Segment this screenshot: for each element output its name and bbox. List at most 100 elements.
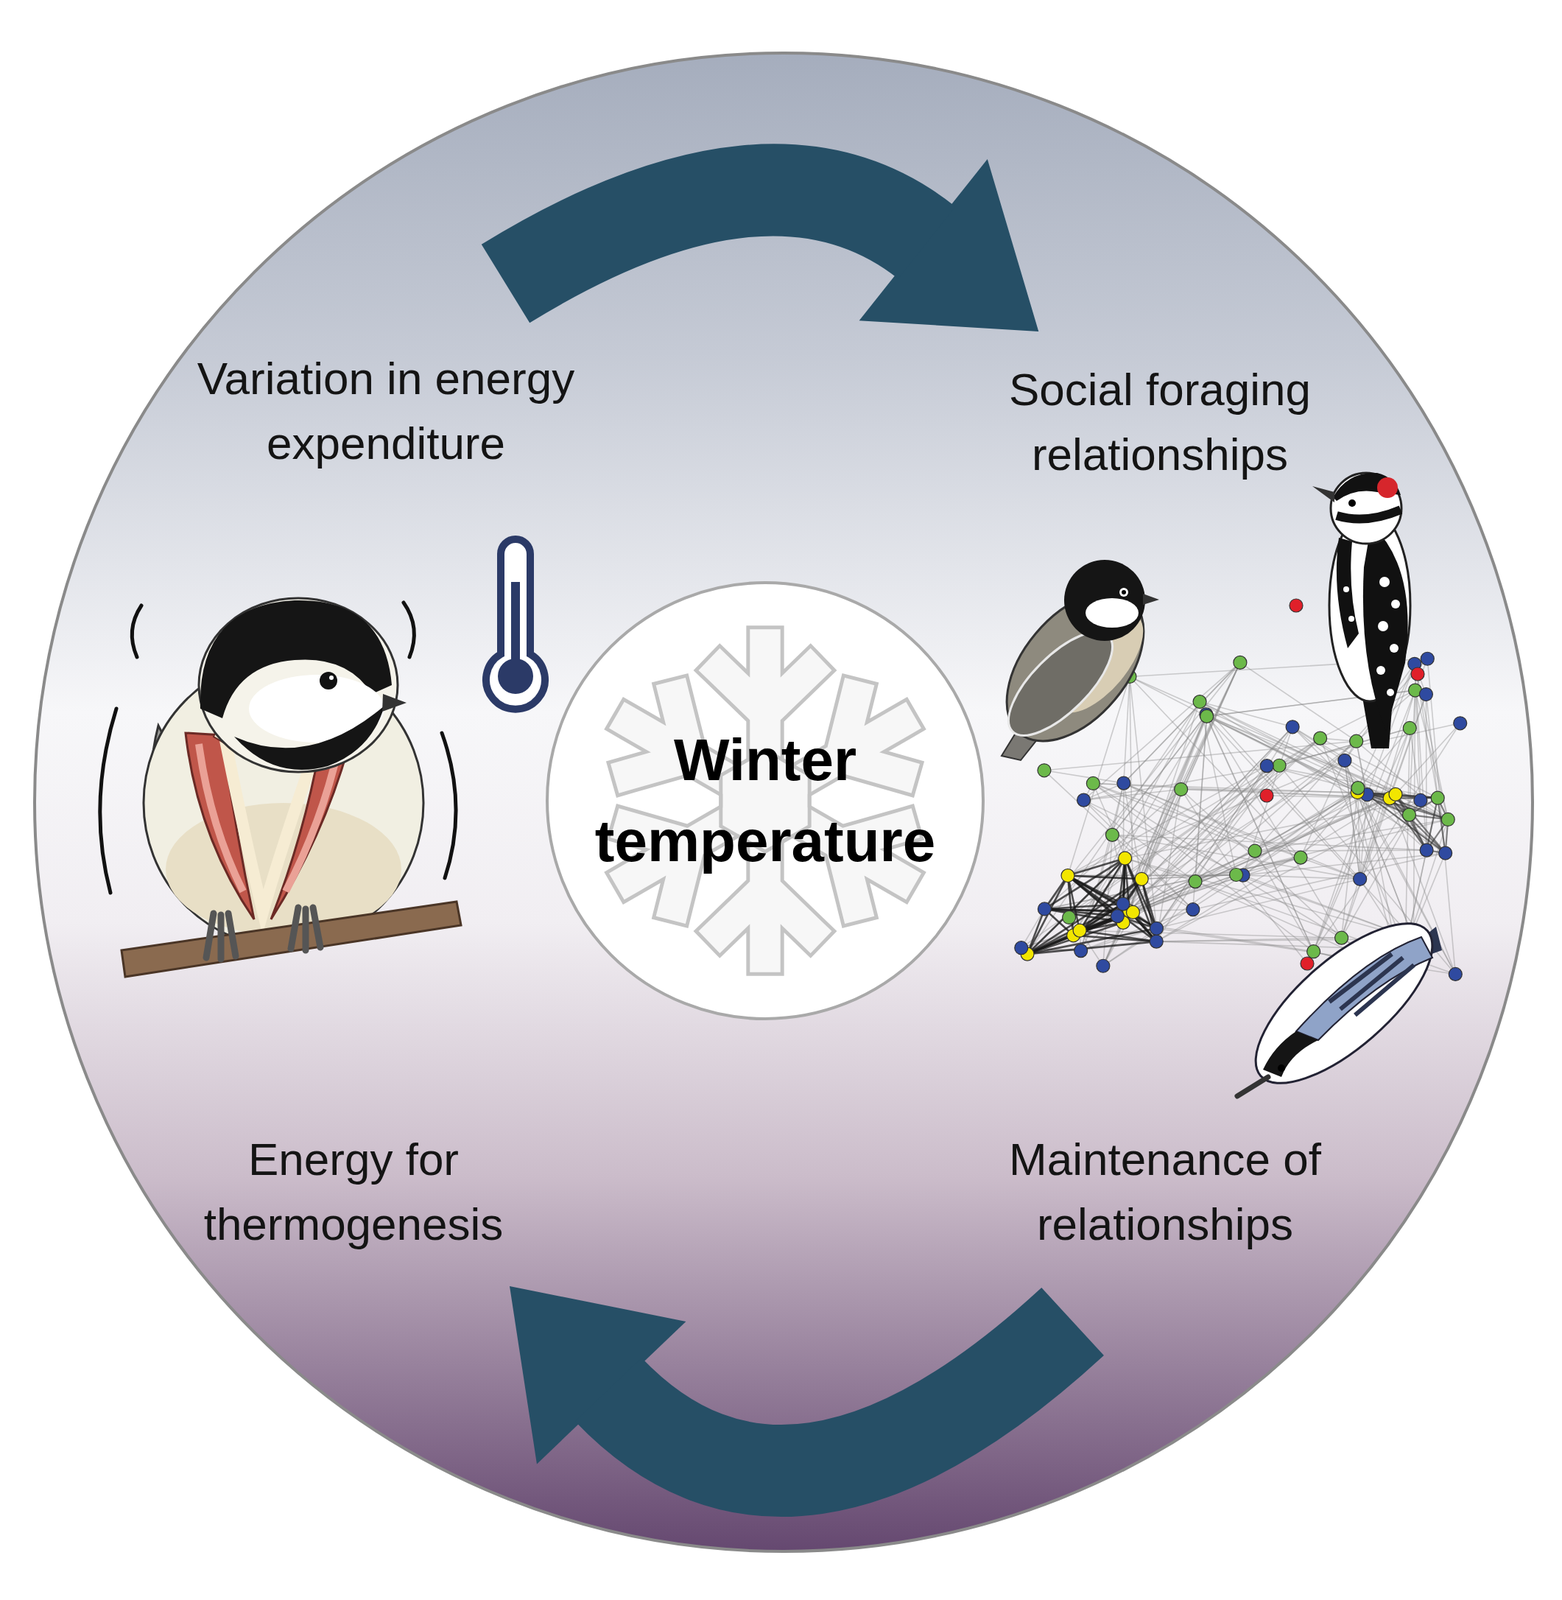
- network-node: [1200, 709, 1214, 723]
- network-link: [1129, 662, 1241, 911]
- network-link: [1236, 874, 1308, 964]
- network-link: [1067, 875, 1142, 880]
- downy-woodpecker: [1348, 615, 1355, 622]
- network-link: [1079, 857, 1126, 931]
- network-node: [1388, 787, 1403, 801]
- network-node: [1453, 716, 1467, 730]
- network-link: [1320, 737, 1406, 950]
- phrase-text: Energy for thermogenesis: [158, 1126, 549, 1257]
- network-node: [1351, 781, 1365, 795]
- phrase-text: Social foraging relationships: [935, 357, 1385, 487]
- network-node: [1272, 758, 1286, 772]
- perched-chickadee: [1064, 559, 1146, 641]
- phrase-label: Maintenance of relationships: [955, 1126, 1375, 1257]
- phrase-text: Maintenance of relationships: [955, 1126, 1375, 1257]
- network-link: [1199, 701, 1342, 939]
- downy-woodpecker: [1336, 509, 1401, 520]
- network-node: [1188, 874, 1202, 889]
- thermometer-icon: [497, 658, 534, 694]
- network-link: [1123, 726, 1293, 904]
- shivering-chickadee: [403, 602, 414, 657]
- phrase-label: Energy for thermogenesis: [158, 1126, 549, 1257]
- downy-woodpecker: [1336, 537, 1359, 649]
- network-node: [1293, 850, 1308, 864]
- network-node: [1074, 944, 1088, 958]
- network-link: [1125, 857, 1157, 928]
- network-node: [1233, 655, 1247, 669]
- shivering-chickadee: [143, 659, 424, 947]
- network-link: [1240, 662, 1357, 741]
- downy-woodpecker: [1343, 586, 1350, 593]
- shivering-chickadee: [100, 708, 117, 893]
- phrase-text: Variation in energy expenditure: [146, 346, 626, 476]
- network-link: [1236, 787, 1359, 875]
- network-link: [1243, 726, 1293, 875]
- network-node: [1420, 651, 1434, 666]
- network-link: [1156, 765, 1267, 929]
- thermometer-icon: [511, 581, 520, 663]
- network-node: [1077, 793, 1091, 807]
- nuthatch: [1231, 896, 1456, 1109]
- snowflake-icon: [548, 584, 982, 1018]
- shivering-chickadee: [206, 913, 236, 959]
- network-node: [1289, 598, 1303, 612]
- network-link: [1156, 937, 1342, 942]
- network-node: [1338, 753, 1352, 767]
- network-node: [1402, 720, 1417, 735]
- network-link: [1207, 715, 1314, 951]
- network-node: [1307, 944, 1321, 959]
- network-node: [1174, 782, 1188, 797]
- network-node: [1086, 776, 1100, 790]
- network-link: [1073, 737, 1321, 936]
- network-link: [1199, 701, 1361, 880]
- network-node: [1014, 941, 1029, 955]
- network-node: [1110, 909, 1124, 923]
- network-link: [1117, 662, 1241, 916]
- network-node: [1134, 871, 1149, 886]
- downy-woodpecker: [1389, 643, 1399, 653]
- perched-chickadee: [1121, 589, 1127, 595]
- nuthatch: [1231, 896, 1456, 1109]
- nuthatch: [1237, 1076, 1269, 1096]
- network-node: [1439, 846, 1453, 860]
- network-node: [1116, 896, 1130, 911]
- snowflake-icon: [607, 644, 924, 957]
- downy-woodpecker: [1376, 665, 1386, 675]
- downy-woodpecker: [1343, 576, 1400, 696]
- network-link: [1129, 676, 1208, 716]
- downy-woodpecker: [1391, 599, 1400, 609]
- network-node: [1037, 763, 1051, 777]
- nuthatch: [1296, 936, 1433, 1040]
- shivering-chickadee: [100, 597, 462, 977]
- network-node: [1413, 793, 1428, 807]
- network-node: [1353, 871, 1367, 886]
- shivering-chickadee: [131, 605, 142, 657]
- shivering-chickadee: [290, 907, 321, 951]
- network-node: [1149, 934, 1163, 948]
- center-circle: Winter temperature: [545, 581, 985, 1020]
- network-node: [1105, 827, 1119, 842]
- network-node: [1448, 966, 1462, 981]
- nuthatch: [1263, 1031, 1319, 1077]
- shivering-chickadee: [319, 671, 338, 690]
- downy-woodpecker: [1332, 472, 1401, 501]
- downy-woodpecker: [1377, 620, 1389, 632]
- shivering-chickadee: [121, 901, 462, 977]
- network-node: [1062, 910, 1076, 924]
- arrow-shaft: [505, 190, 928, 284]
- nuthatch: [1329, 953, 1414, 1015]
- network-node: [1349, 734, 1364, 748]
- network-node: [1260, 759, 1274, 773]
- downy-woodpecker: [1363, 524, 1409, 731]
- network-node: [1061, 869, 1075, 883]
- network-link: [1313, 727, 1411, 951]
- downy-woodpecker: [1312, 472, 1411, 749]
- network-node: [1117, 776, 1131, 790]
- network-node: [1248, 843, 1262, 858]
- network-link: [1027, 941, 1157, 954]
- network-node: [1186, 902, 1200, 917]
- downy-woodpecker: [1348, 499, 1356, 507]
- curved-arrow: [505, 159, 1040, 332]
- network-node: [1419, 843, 1434, 857]
